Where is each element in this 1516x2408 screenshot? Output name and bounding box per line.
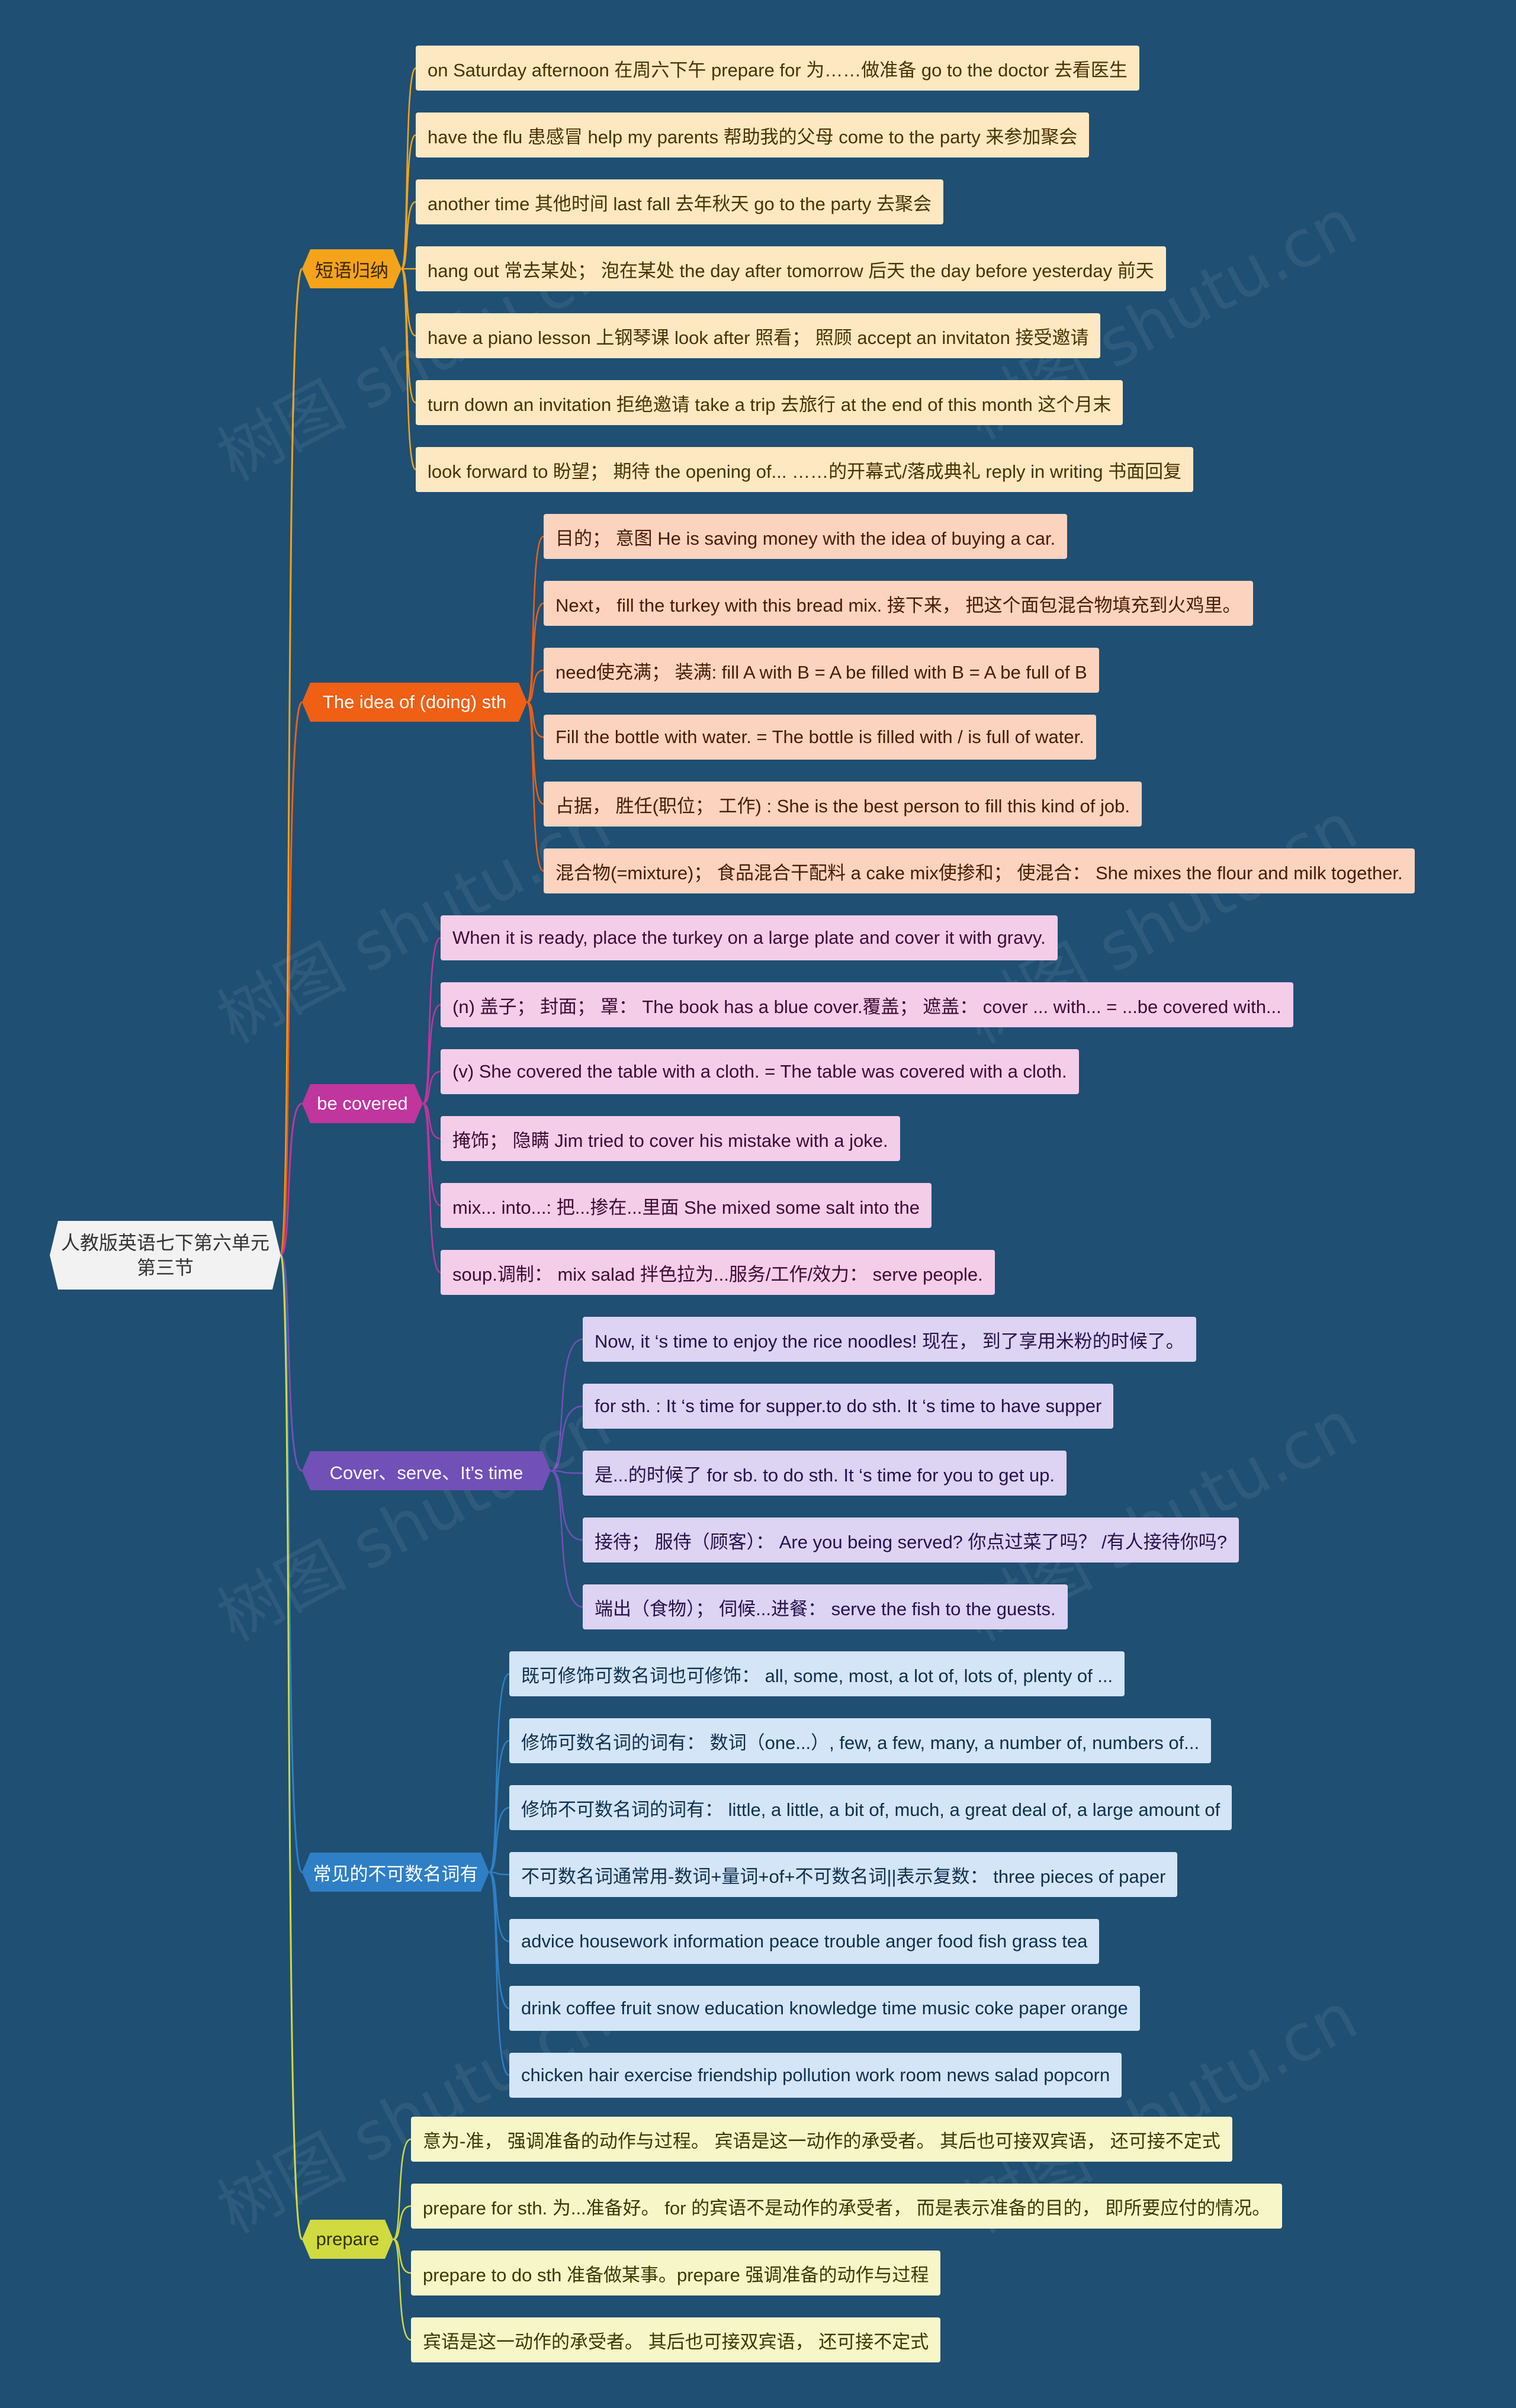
connector: [526, 701, 544, 805]
branch-covered[interactable]: be covered: [302, 1084, 423, 1123]
leaf-covered-4[interactable]: 掩饰； 隐瞒 Jim tried to cover his mistake wi…: [441, 1116, 900, 1161]
leaf-phrases-4[interactable]: hang out 常去某处； 泡在某处 the day after tomorr…: [416, 246, 1166, 291]
branch-label: Cover、serve、It’s time: [329, 1462, 523, 1483]
leaf-uncountable-2[interactable]: 修饰可数名词的词有： 数词（one...）, few, a few, many,…: [509, 1718, 1212, 1763]
connector: [422, 937, 441, 1105]
connector: [422, 1102, 441, 1207]
leaf-serve-2[interactable]: for sth. : It ‘s time for supper.to do s…: [583, 1384, 1114, 1429]
connector: [280, 1254, 303, 2240]
leaf-serve-5[interactable]: 端出（食物）； 伺候...进餐： serve the fish to the g…: [583, 1584, 1068, 1629]
connector: [489, 1871, 510, 1876]
leaf-prepare-1[interactable]: 意为-准， 强调准备的动作与过程。 宾语是这一动作的承受者。 其后也可接双宾语，…: [411, 2117, 1232, 2162]
leaf-phrases-1[interactable]: on Saturday afternoon 在周六下午 prepare for …: [416, 46, 1139, 91]
connector: [400, 268, 417, 471]
connector: [489, 1740, 510, 1873]
leaf-serve-4[interactable]: 接待； 服侍（顾客）： Are you being served? 你点过菜了吗…: [583, 1518, 1239, 1563]
connector: [550, 1470, 583, 1541]
leaf-covered-6[interactable]: soup.调制： mix salad 拌色拉为...服务/工作/效力： serv…: [441, 1250, 995, 1295]
connector: [489, 1806, 510, 1873]
leaf-uncountable-5[interactable]: advice housework information peace troub…: [509, 1919, 1100, 1964]
connector: [280, 1254, 303, 1472]
branch-label: 短语归纳: [315, 260, 388, 281]
leaf-uncountable-6[interactable]: drink coffee fruit snow education knowle…: [509, 1986, 1140, 2031]
leaf-prepare-2[interactable]: prepare for sth. 为...准备好。 for 的宾语不是动作的承受…: [411, 2184, 1283, 2229]
leaf-idea-2[interactable]: Next， fill the turkey with this bread mi…: [544, 581, 1253, 626]
branch-label: 常见的不可数名词有: [313, 1863, 478, 1885]
leaf-idea-4[interactable]: Fill the bottle with water. = The bottle…: [544, 715, 1096, 760]
leaf-idea-6[interactable]: 混合物(=mixture)； 食品混合干配料 a cake mix使掺和； 使混…: [544, 848, 1415, 893]
root-title-line1: 人教版英语七下第六单元: [60, 1232, 269, 1253]
leaf-phrases-6[interactable]: turn down an invitation 拒绝邀请 take a trip…: [416, 380, 1123, 425]
connector: [550, 1470, 583, 1608]
connector: [526, 701, 544, 872]
leaf-covered-5[interactable]: mix... into...: 把...掺在...里面 She mixed so…: [441, 1183, 932, 1228]
branch-prepare[interactable]: prepare: [302, 2220, 393, 2259]
leaf-prepare-4[interactable]: 宾语是这一动作的承受者。 其后也可接双宾语， 还可接不定式: [411, 2317, 941, 2362]
connector: [280, 268, 303, 1256]
branch-serve[interactable]: Cover、serve、It’s time: [302, 1451, 551, 1490]
branch-uncountable[interactable]: 常见的不可数名词有: [302, 1853, 489, 1892]
connector: [422, 1102, 441, 1140]
connector: [400, 134, 416, 270]
connector: [393, 2238, 412, 2341]
connector: [422, 1102, 441, 1274]
leaf-uncountable-7[interactable]: chicken hair exercise friendship polluti…: [509, 2053, 1122, 2098]
connector: [550, 1405, 583, 1472]
leaf-uncountable-3[interactable]: 修饰不可数名词的词有： little, a little, a bit of, …: [509, 1785, 1232, 1830]
connector: [526, 669, 544, 703]
leaf-prepare-3[interactable]: prepare to do sth 准备做某事。prepare 强调准备的动作与…: [411, 2251, 941, 2296]
root-title-line2: 第三节: [136, 1257, 194, 1278]
connector: [280, 1102, 303, 1256]
branch-label: be covered: [317, 1093, 408, 1114]
branch-phrases[interactable]: 短语归纳: [302, 249, 402, 288]
connector: [393, 2238, 412, 2274]
leaf-covered-3[interactable]: (v) She covered the table with a cloth. …: [441, 1049, 1079, 1094]
leaf-idea-1[interactable]: 目的； 意图 He is saving money with the idea …: [544, 514, 1068, 559]
leaf-uncountable-4[interactable]: 不可数名词通常用-数词+量词+of+不可数名词||表示复数： three pie…: [509, 1852, 1178, 1897]
branch-idea[interactable]: The idea of (doing) sth: [302, 683, 527, 722]
connector: [280, 1254, 303, 1873]
connector: [401, 201, 416, 270]
connector: [422, 1070, 441, 1105]
connector: [422, 1004, 441, 1105]
leaf-idea-3[interactable]: need使充满； 装满: fill A with B = A be filled…: [544, 648, 1099, 693]
leaf-phrases-5[interactable]: have a piano lesson 上钢琴课 look after 照看； …: [416, 313, 1101, 358]
leaf-uncountable-1[interactable]: 既可修饰可数名词也可修饰： all, some, most, a lot of,…: [509, 1651, 1125, 1696]
leaf-covered-2[interactable]: (n) 盖子； 封面； 罩： The book has a blue cover…: [441, 982, 1293, 1027]
leaf-idea-5[interactable]: 占据， 胜任(职位； 工作) : She is the best person …: [544, 782, 1142, 827]
branch-label: prepare: [316, 2229, 380, 2249]
leaf-phrases-7[interactable]: look forward to 盼望； 期待 the opening of...…: [416, 447, 1194, 492]
connector: [280, 701, 303, 1256]
connector: [393, 2205, 412, 2240]
connector: [488, 1871, 510, 2076]
connector: [393, 2138, 412, 2240]
leaf-phrases-3[interactable]: another time 其他时间 last fall 去年秋天 go to t…: [416, 179, 944, 224]
root-node[interactable]: 人教版英语七下第六单元 第三节: [50, 1221, 281, 1290]
connector: [526, 701, 544, 738]
leaf-serve-3[interactable]: 是...的时候了 for sb. to do sth. It ‘s time f…: [583, 1451, 1067, 1496]
branch-label: The idea of (doing) sth: [322, 692, 507, 712]
connector: [550, 1470, 583, 1474]
leaf-phrases-2[interactable]: have the flu 患感冒 help my parents 帮助我的父母 …: [416, 112, 1090, 157]
connector: [526, 602, 544, 703]
connector: [550, 1338, 583, 1472]
leaf-covered-1[interactable]: When it is ready, place the turkey on a …: [441, 915, 1058, 960]
leaf-serve-1[interactable]: Now, it ‘s time to enjoy the rice noodle…: [583, 1317, 1196, 1362]
